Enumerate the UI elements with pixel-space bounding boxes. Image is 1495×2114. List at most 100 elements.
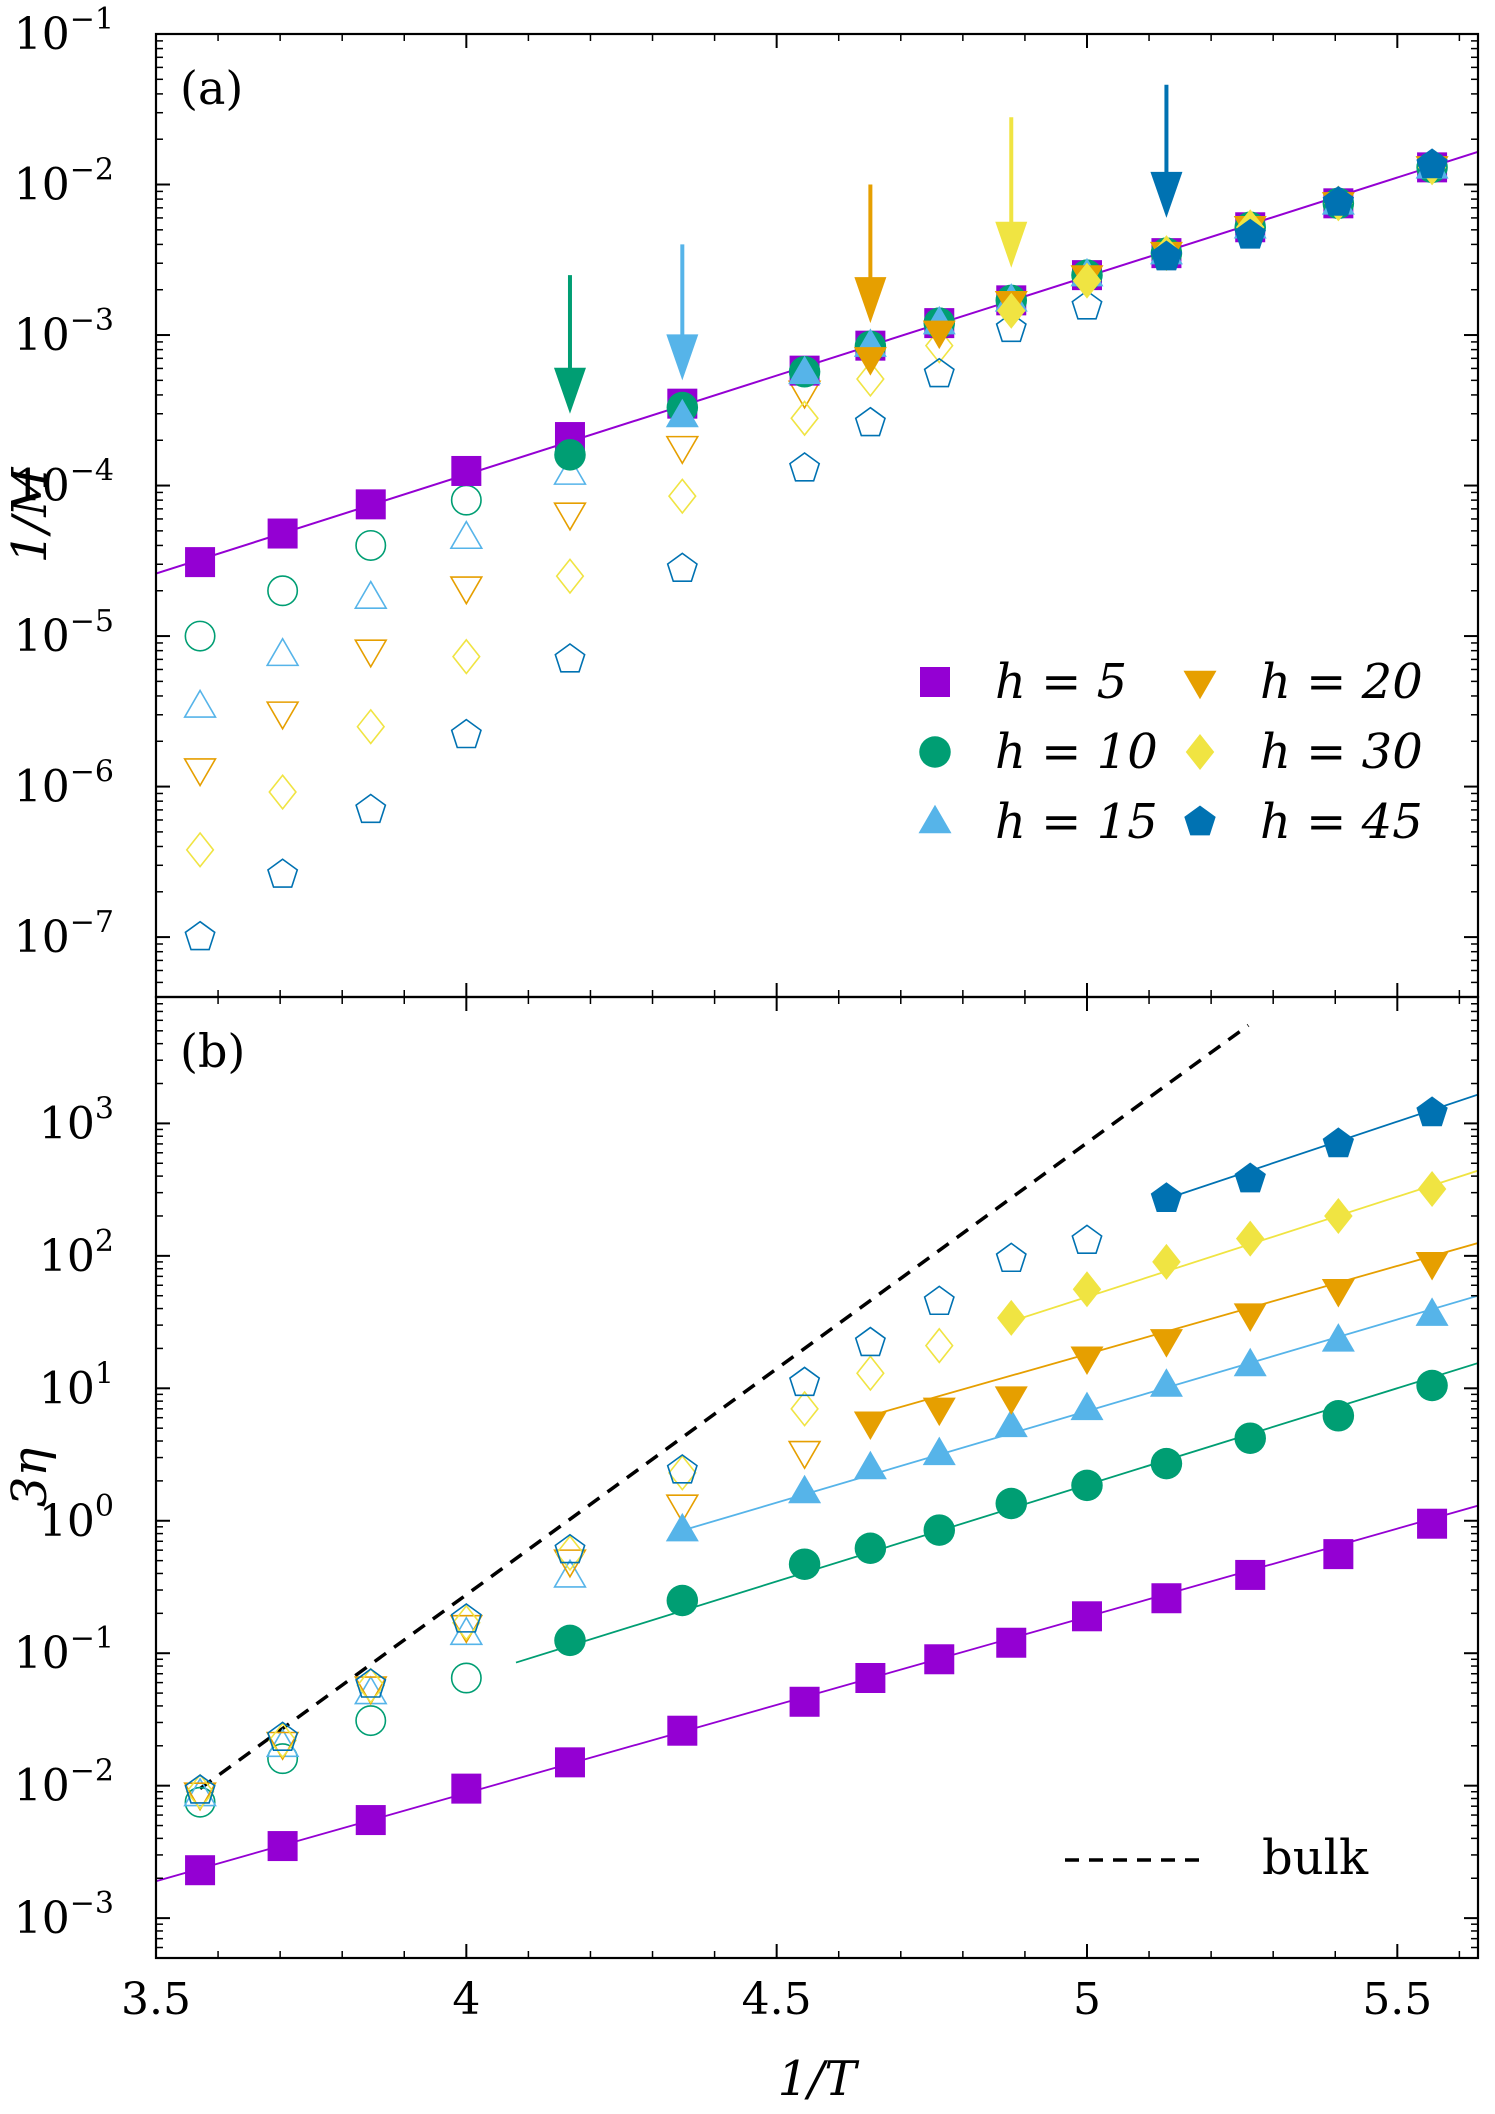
legend: bulk xyxy=(1065,1830,1369,1886)
open-marker xyxy=(353,1676,388,1706)
open-marker xyxy=(353,639,388,669)
open-marker xyxy=(267,1721,299,1752)
filled-marker xyxy=(924,1644,955,1675)
open-marker xyxy=(789,452,821,482)
y-tick-base: 10 xyxy=(39,1098,95,1149)
y-tick-exponent: −3 xyxy=(70,1886,114,1921)
y-tick-exponent: −3 xyxy=(70,303,114,338)
filled-marker xyxy=(1151,1583,1182,1614)
open-marker xyxy=(553,1558,587,1588)
arrow-head xyxy=(995,221,1028,268)
y-tick-label: 102 xyxy=(39,1224,114,1282)
y-tick-label: 10−6 xyxy=(14,755,114,813)
filled-marker xyxy=(1072,262,1102,299)
filled-marker xyxy=(1150,240,1183,271)
legend-entry: h = 15 xyxy=(918,794,1158,850)
filled-marker xyxy=(1415,1251,1449,1281)
filled-marker xyxy=(996,1627,1027,1658)
filled-marker xyxy=(1150,1447,1183,1480)
filled-marker xyxy=(1416,1096,1448,1127)
filled-marker xyxy=(1321,1323,1355,1352)
open-marker xyxy=(449,520,484,550)
open-marker xyxy=(183,1777,217,1807)
filled-marker xyxy=(1149,1368,1183,1397)
filled-marker xyxy=(853,1411,887,1440)
filled-marker xyxy=(1150,1182,1183,1213)
open-marker xyxy=(553,1549,587,1579)
open-marker xyxy=(666,552,698,583)
filled-marker xyxy=(1234,1422,1266,1454)
filled-marker xyxy=(1070,1391,1104,1421)
legend-label: bulk xyxy=(1262,1830,1369,1886)
open-marker xyxy=(356,1667,386,1704)
filled-marker xyxy=(788,1548,821,1580)
open-marker xyxy=(923,1285,955,1316)
y-tick-label: 10−1 xyxy=(14,1621,114,1679)
open-marker xyxy=(924,1327,954,1364)
y-tick-base: 10 xyxy=(39,1363,95,1414)
filled-marker xyxy=(997,292,1026,329)
filled-marker xyxy=(451,1773,482,1804)
open-marker xyxy=(184,1774,216,1804)
legend-entry: bulk xyxy=(1065,1830,1369,1886)
filled-marker xyxy=(267,518,298,549)
y-tick-label: 10−7 xyxy=(14,905,114,963)
open-marker xyxy=(185,831,215,868)
plot-frame xyxy=(154,995,1480,1960)
legend-label: h = 20 xyxy=(1260,654,1423,710)
open-marker xyxy=(265,701,300,731)
open-marker xyxy=(183,688,217,718)
open-marker xyxy=(555,1535,585,1572)
panel-label: (b) xyxy=(180,1024,245,1078)
panel-label: (a) xyxy=(180,61,243,115)
open-marker xyxy=(449,1616,484,1646)
open-marker xyxy=(265,1731,300,1761)
legend-label: h = 30 xyxy=(1260,724,1423,780)
open-marker xyxy=(1071,289,1103,320)
panel-a: 10−710−610−510−410−310−210−1(a)1/Mh = 5h… xyxy=(2,2,1480,999)
y-tick-base: 10 xyxy=(14,1628,70,1679)
legend: h = 5h = 10h = 15h = 20h = 30h = 45 xyxy=(918,654,1423,850)
open-marker xyxy=(452,1604,481,1641)
y-tick-label: 101 xyxy=(39,1356,114,1414)
open-marker xyxy=(995,1242,1027,1273)
x-tick-label: 4.5 xyxy=(742,1974,812,2025)
x-tick-label: 3.5 xyxy=(121,1974,191,2025)
filled-marker xyxy=(1234,218,1266,249)
y-axis-label: 1/M xyxy=(2,466,58,564)
open-marker xyxy=(355,1705,387,1737)
y-tick-exponent: 1 xyxy=(95,1356,114,1391)
y-tick-label: 10−4 xyxy=(14,454,114,512)
open-marker xyxy=(450,1662,482,1694)
y-tick-label: 10−2 xyxy=(14,1754,114,1812)
filled-marker xyxy=(923,1514,956,1546)
open-marker xyxy=(184,1786,216,1818)
y-tick-exponent: −1 xyxy=(70,2,114,37)
y-tick-exponent: −4 xyxy=(70,454,114,489)
open-marker xyxy=(553,455,587,485)
open-marker xyxy=(854,1326,886,1357)
filled-marker xyxy=(1323,1539,1354,1570)
filled-marker xyxy=(1416,148,1448,179)
y-tick-base: 10 xyxy=(14,762,70,813)
y-tick-exponent: 2 xyxy=(95,1224,114,1259)
open-marker xyxy=(923,357,955,388)
open-marker xyxy=(856,1355,885,1392)
open-marker xyxy=(667,1454,697,1491)
filled-marker xyxy=(665,398,699,428)
legend-marker xyxy=(919,736,951,768)
open-marker xyxy=(450,1603,482,1633)
y-tick-base: 10 xyxy=(14,1893,70,1944)
open-marker xyxy=(665,435,700,465)
filled-marker xyxy=(853,347,887,376)
y-tick-label: 10−2 xyxy=(14,153,114,211)
open-marker xyxy=(787,1440,822,1470)
legend-label: h = 10 xyxy=(995,724,1158,780)
filled-marker xyxy=(1322,1127,1355,1158)
filled-marker xyxy=(355,1805,386,1836)
x-tick-label: 5.5 xyxy=(1362,1974,1432,2025)
filled-marker xyxy=(666,1584,699,1617)
y-tick-exponent: 3 xyxy=(95,1091,114,1126)
open-marker xyxy=(666,1454,698,1484)
